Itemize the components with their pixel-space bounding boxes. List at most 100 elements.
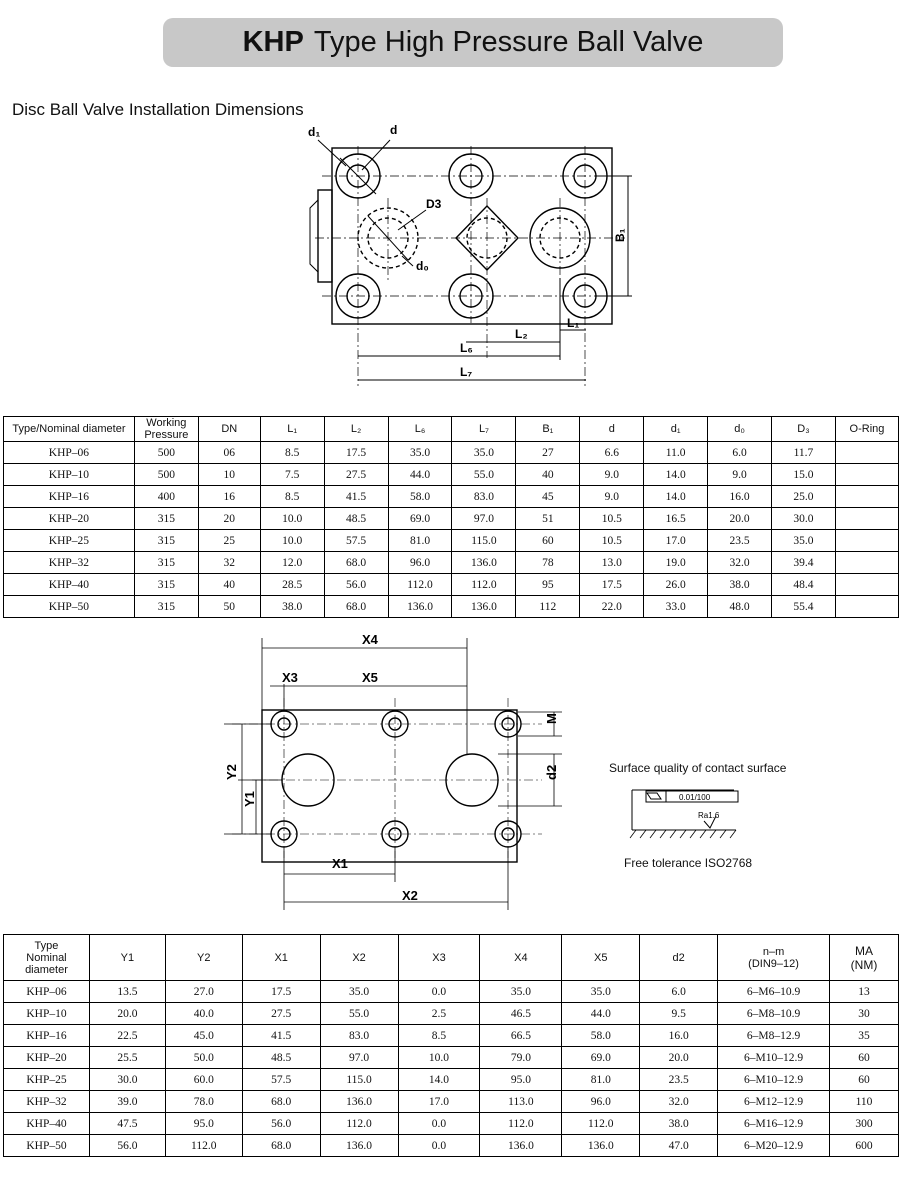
table-cell xyxy=(834,529,900,552)
table-cell: 17.0 xyxy=(643,529,709,552)
header-l6: L₆ xyxy=(387,416,453,442)
header-x4: X4 xyxy=(479,934,563,981)
table-cell: 112 xyxy=(515,595,581,618)
table-cell: 22.0 xyxy=(579,595,645,618)
header-x2: X2 xyxy=(319,934,399,981)
table-cell: 55.0 xyxy=(319,1002,399,1025)
table-cell: 45 xyxy=(515,485,581,508)
table-cell: 11.7 xyxy=(771,441,836,464)
table-cell: 83.0 xyxy=(451,485,517,508)
flatness-value: 0.01/100 xyxy=(679,793,711,802)
table-cell xyxy=(834,573,900,596)
label-X4: X4 xyxy=(362,632,379,647)
header-x1: X1 xyxy=(241,934,321,981)
label-Y1: Y1 xyxy=(242,791,257,807)
table-cell: 96.0 xyxy=(561,1090,641,1113)
table-cell: 60 xyxy=(828,1046,900,1069)
table-cell: 27.5 xyxy=(323,463,389,486)
table-cell: 32.0 xyxy=(639,1090,719,1113)
table-cell: 9.5 xyxy=(639,1002,719,1025)
table-cell: 115.0 xyxy=(319,1068,399,1091)
label-d: d xyxy=(390,123,397,137)
table-cell: 15.0 xyxy=(771,463,836,486)
table-cell: 47.0 xyxy=(639,1134,719,1157)
table-cell: 315 xyxy=(133,507,199,530)
table-cell: 35.0 xyxy=(561,980,641,1003)
table-cell: 315 xyxy=(133,573,199,596)
table-cell: 68.0 xyxy=(323,595,389,618)
table-cell: 0.0 xyxy=(397,1112,481,1135)
table-cell: KHP–20 xyxy=(3,1046,90,1069)
table-cell: 10.5 xyxy=(579,507,645,530)
table-cell: 10 xyxy=(197,463,261,486)
table-cell: 79.0 xyxy=(479,1046,563,1069)
label-X2: X2 xyxy=(402,888,418,903)
header-y1: Y1 xyxy=(88,934,166,981)
header-type: Type/Nominal diameter xyxy=(3,416,135,442)
table-cell: 35 xyxy=(828,1024,900,1047)
header-ma: MA(NM) xyxy=(828,934,900,981)
table-cell: KHP–40 xyxy=(3,1112,90,1135)
label-X1: X1 xyxy=(332,856,348,871)
table-cell: 57.5 xyxy=(241,1068,321,1091)
table-cell: 20 xyxy=(197,507,261,530)
brand-name: KHP xyxy=(242,26,304,58)
table-cell: 38.0 xyxy=(639,1112,719,1135)
table-cell: 112.0 xyxy=(479,1112,563,1135)
table-cell xyxy=(834,595,900,618)
table-cell: 136.0 xyxy=(319,1090,399,1113)
table-cell: 315 xyxy=(133,551,199,574)
header-nm-text: (NM) xyxy=(850,957,878,972)
table-cell: 30 xyxy=(828,1002,900,1025)
table-cell: 8.5 xyxy=(397,1024,481,1047)
table-cell: 97.0 xyxy=(451,507,517,530)
header-o-ring: O-Ring xyxy=(834,416,900,442)
table-cell: 136.0 xyxy=(387,595,453,618)
header-type-text: Type xyxy=(34,939,59,952)
table-cell: 96.0 xyxy=(387,551,453,574)
header-l7: L₇ xyxy=(451,416,517,442)
label-X5: X5 xyxy=(362,670,378,685)
table-cell: KHP–25 xyxy=(3,529,135,552)
header-ma-text: MA xyxy=(854,943,873,958)
table-cell: KHP–40 xyxy=(3,573,135,596)
table-cell: 17.5 xyxy=(579,573,645,596)
table-cell: 16.0 xyxy=(639,1024,719,1047)
label-D3: D3 xyxy=(426,197,442,211)
table-cell: KHP–32 xyxy=(3,1090,90,1113)
table-cell: 6–M10–12.9 xyxy=(717,1068,830,1091)
table-cell: 56.0 xyxy=(241,1112,321,1135)
table-cell: 20.0 xyxy=(88,1002,166,1025)
table-cell: 9.0 xyxy=(579,485,645,508)
table-cell: 30.0 xyxy=(88,1068,166,1091)
table-cell: 6.0 xyxy=(639,980,719,1003)
table-cell: 17.0 xyxy=(397,1090,481,1113)
header-working-pressure: Working Pressure xyxy=(133,416,199,442)
table-cell: 26.0 xyxy=(643,573,709,596)
table-cell: 112.0 xyxy=(451,573,517,596)
table-cell: 35.0 xyxy=(319,980,399,1003)
table-cell: 60 xyxy=(515,529,581,552)
table-cell: 56.0 xyxy=(323,573,389,596)
header-d3: D₃ xyxy=(771,416,836,442)
table-cell: 44.0 xyxy=(561,1002,641,1025)
label-d2: d2 xyxy=(544,765,559,780)
label-X3: X3 xyxy=(282,670,298,685)
table-cell xyxy=(834,485,900,508)
label-L7: L₇ xyxy=(460,365,472,379)
header-d1: d₁ xyxy=(643,416,709,442)
label-L6: L₆ xyxy=(460,341,473,355)
table-cell: 6–M12–12.9 xyxy=(717,1090,830,1113)
table-cell: KHP–10 xyxy=(3,463,135,486)
table-cell: 17.5 xyxy=(241,980,321,1003)
